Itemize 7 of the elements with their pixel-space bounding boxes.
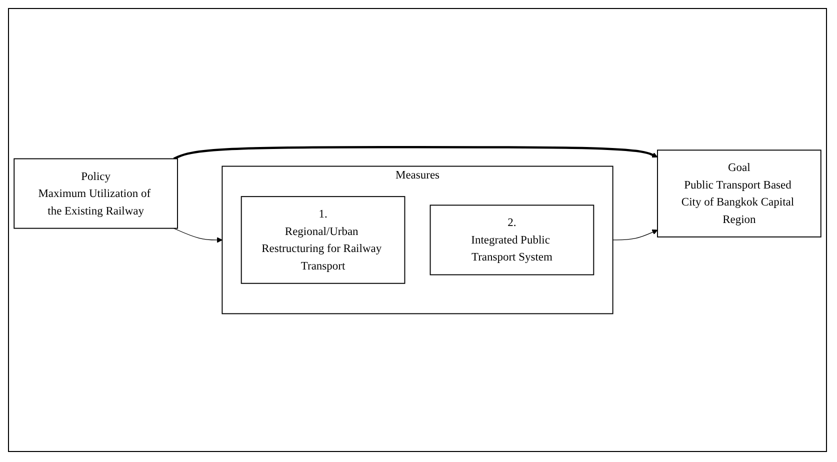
node-box: 2. Integrated Public Transport System [430, 204, 594, 275]
node-box: 1. Regional/Urban Restructuring for Railway Transport [240, 196, 406, 284]
node-box: Policy Maximum Utilization of the Existing Railway [14, 158, 178, 228]
arrow [612, 229, 658, 240]
arrow [173, 146, 658, 160]
arrow [173, 228, 222, 242]
node-box: Goal Public Transport Based City of Bangkok Capital Region [657, 149, 822, 238]
